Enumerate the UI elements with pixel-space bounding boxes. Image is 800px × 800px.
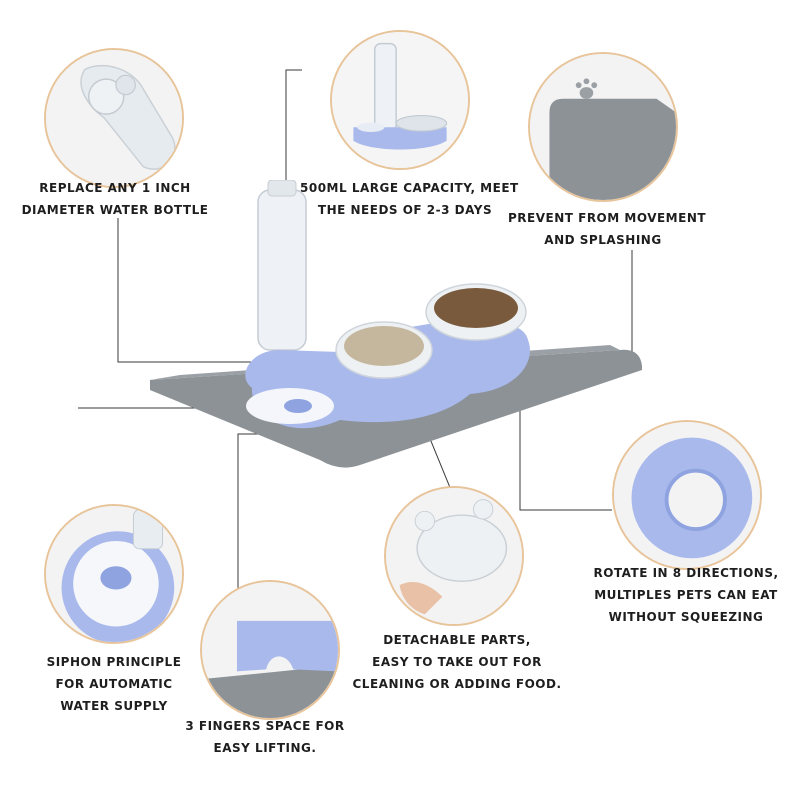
feature-image-siphon bbox=[44, 504, 184, 644]
caption-line: THE NEEDS OF 2-3 DAYS bbox=[317, 203, 493, 217]
caption-line: 500ML LARGE CAPACITY, MEET bbox=[300, 181, 519, 195]
feature-image-fingers bbox=[200, 580, 340, 720]
caption-line: FOR AUTOMATIC bbox=[55, 677, 173, 691]
caption-line: ROTATE IN 8 DIRECTIONS, bbox=[593, 566, 779, 580]
caption-bottle: REPLACE ANY 1 INCH DIAMETER WATER BOTTLE bbox=[20, 177, 210, 221]
feature-image-bottle bbox=[44, 48, 184, 188]
caption-siphon: SIPHON PRINCIPLE FOR AUTOMATIC WATER SUP… bbox=[22, 651, 206, 717]
caption-rotate: ROTATE IN 8 DIRECTIONS, MULTIPLES PETS C… bbox=[586, 562, 786, 628]
caption-line: EASY TO TAKE OUT FOR bbox=[372, 655, 542, 669]
caption-line: 3 FINGERS SPACE FOR bbox=[185, 719, 345, 733]
caption-line: SIPHON PRINCIPLE bbox=[46, 655, 182, 669]
paw-icon bbox=[575, 78, 598, 99]
caption-detachable: DETACHABLE PARTS, EASY TO TAKE OUT FOR C… bbox=[350, 629, 564, 695]
feature-image-mat bbox=[528, 52, 678, 202]
product-main-image bbox=[140, 179, 660, 480]
caption-line: EASY LIFTING. bbox=[213, 741, 317, 755]
hand-icon bbox=[399, 582, 443, 615]
caption-line: WATER SUPPLY bbox=[60, 699, 168, 713]
feature-image-capacity bbox=[330, 30, 470, 170]
feature-image-detachable bbox=[384, 486, 524, 626]
water-bottle bbox=[257, 189, 307, 351]
caption-capacity: 500ML LARGE CAPACITY, MEET THE NEEDS OF … bbox=[300, 177, 519, 221]
feature-image-rotate bbox=[612, 420, 762, 570]
caption-line: REPLACE ANY 1 INCH bbox=[39, 181, 191, 195]
caption-line: WITHOUT SQUEEZING bbox=[608, 610, 764, 624]
caption-line: PREVENT FROM MOVEMENT bbox=[508, 211, 707, 225]
caption-fingers: 3 FINGERS SPACE FOR EASY LIFTING. bbox=[170, 715, 360, 759]
caption-line: CLEANING OR ADDING FOOD. bbox=[352, 677, 562, 691]
caption-line: DIAMETER WATER BOTTLE bbox=[21, 203, 209, 217]
caption-mat: PREVENT FROM MOVEMENT AND SPLASHING bbox=[508, 207, 707, 251]
caption-line: MULTIPLES PETS CAN EAT bbox=[594, 588, 778, 602]
leader-capacity bbox=[285, 69, 302, 192]
caption-line: AND SPLASHING bbox=[544, 233, 662, 247]
caption-line: DETACHABLE PARTS, bbox=[383, 633, 531, 647]
